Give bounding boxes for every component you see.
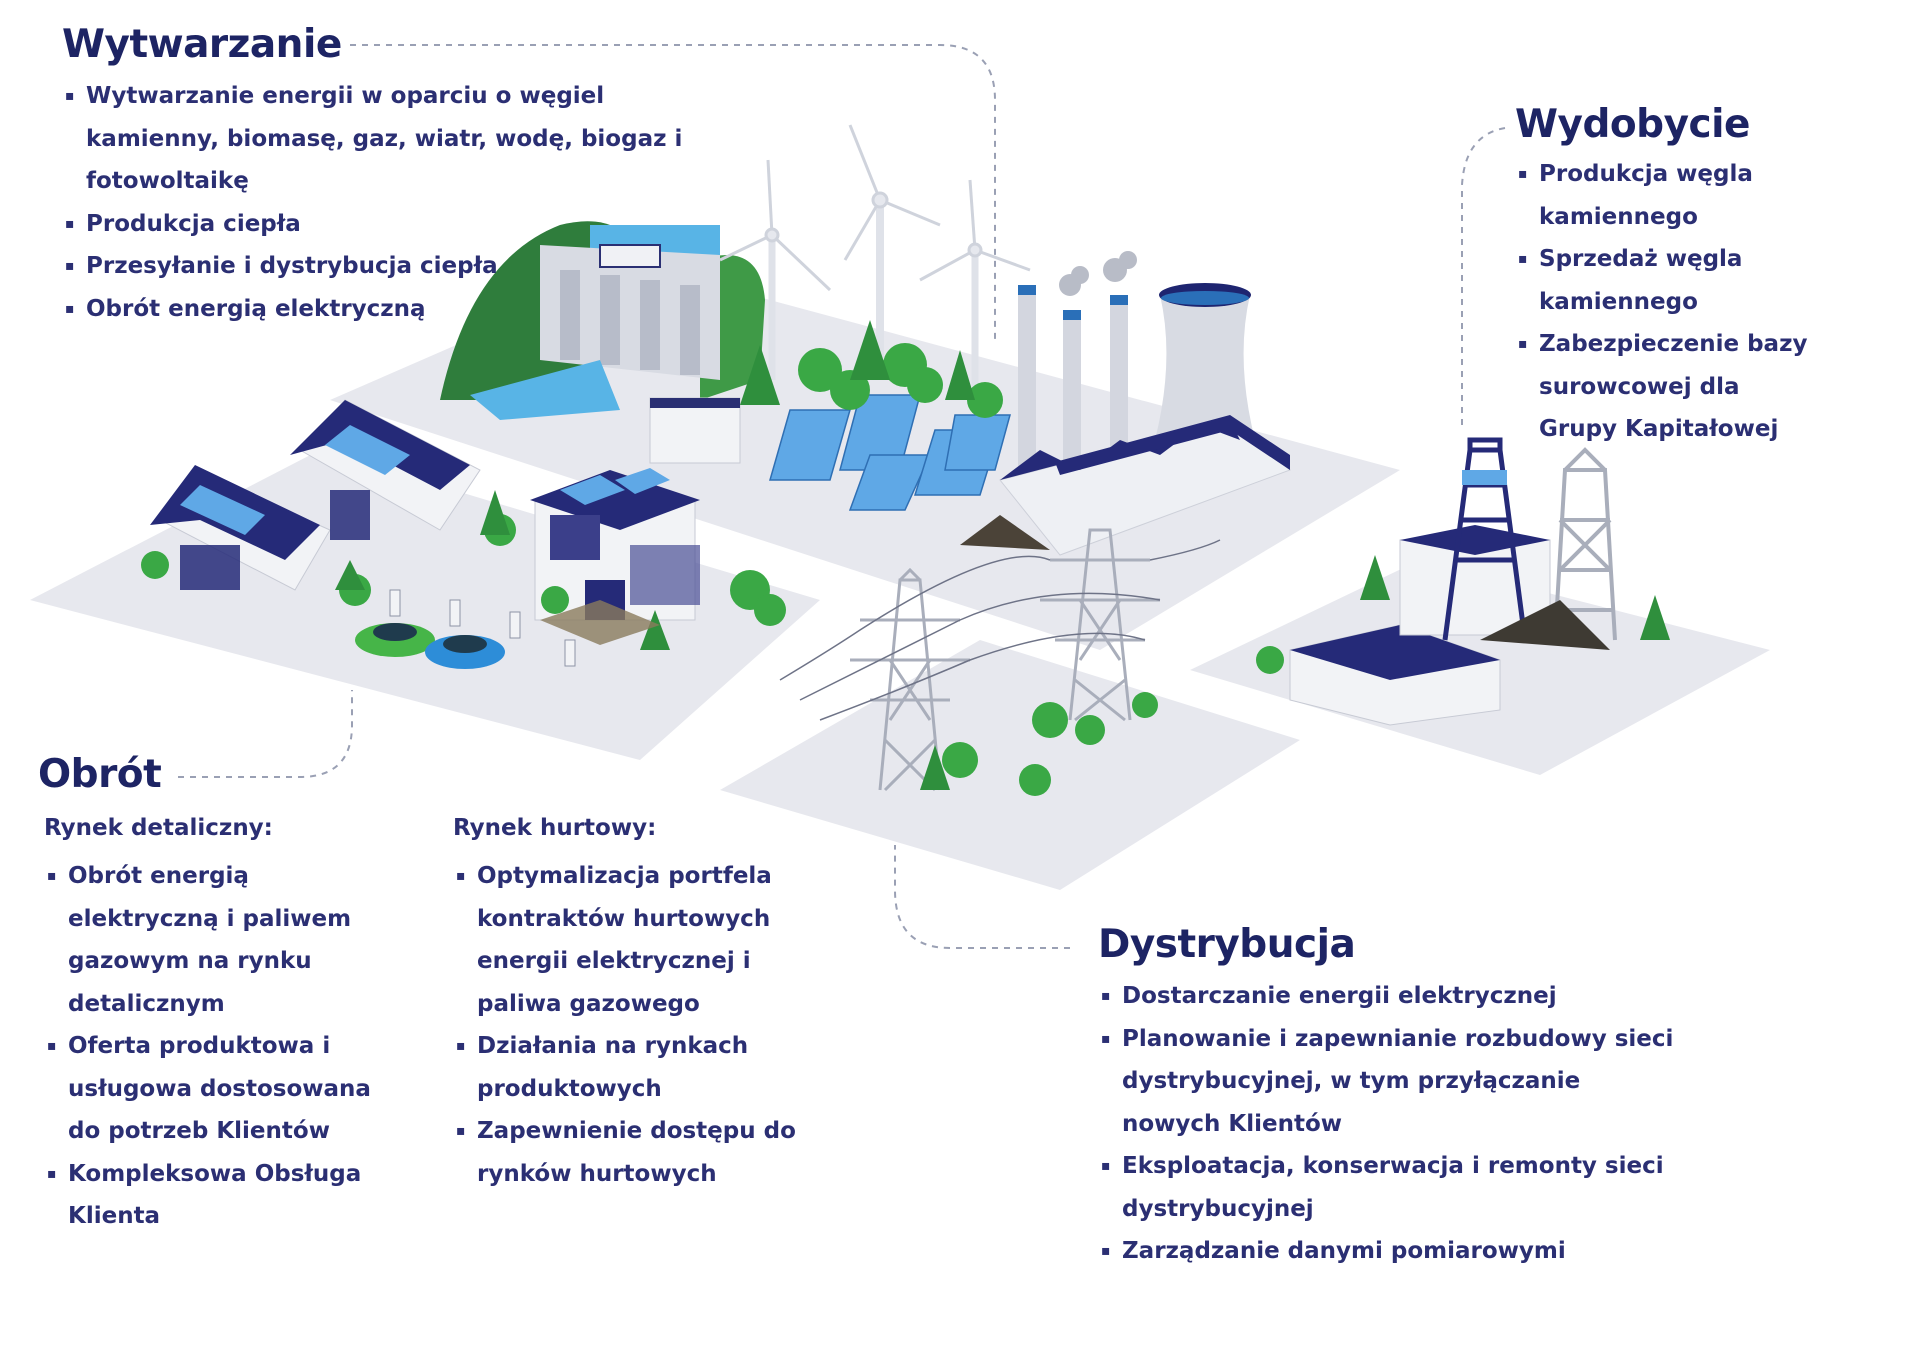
house-1 — [150, 465, 331, 591]
chimney-2 — [1063, 310, 1081, 485]
pylon-1 — [850, 567, 970, 792]
list-item: Kompleksowa Obsługa Klienta — [44, 1153, 368, 1238]
list-item: Zabezpieczenie bazy surowcowej dla Grupy… — [1515, 323, 1809, 451]
column-retail: Rynek detaliczny: Obrót energią elektryc… — [44, 807, 414, 1238]
trees-town — [141, 490, 786, 650]
house-2 — [290, 399, 481, 540]
mine-coal — [1480, 600, 1610, 650]
power-lines — [779, 539, 1221, 721]
control-house — [649, 397, 741, 464]
leader-lines — [178, 44, 1506, 949]
list-item: Obrót energią elektryczną i paliwem gazo… — [44, 855, 388, 1025]
house-3 — [530, 468, 700, 621]
section-title-dystrybucja: Dystrybucja — [1098, 922, 1356, 967]
chimney-1 — [1018, 285, 1036, 480]
list-dystrybucja: Dostarczanie energii elektrycznej Planow… — [1098, 975, 1698, 1273]
trees-mine — [1256, 555, 1670, 674]
list-wholesale: Optymalizacja portfela kontraktów hurtow… — [453, 855, 833, 1195]
section-dystrybucja: Dystrybucja Dostarczanie energii elektry… — [1098, 922, 1698, 1273]
list-item: Przesyłanie i dystrybucja ciepła — [62, 245, 702, 288]
list-item: Eksploatacja, konserwacja i remonty siec… — [1098, 1145, 1682, 1230]
smoke — [1059, 251, 1137, 296]
cooling-tower — [1155, 295, 1255, 440]
chimney-3 — [1110, 295, 1128, 480]
list-item: Optymalizacja portfela kontraktów hurtow… — [453, 855, 822, 1025]
trees-grid — [920, 692, 1158, 796]
leader-line-obrot — [178, 690, 353, 778]
wind-turbine-1 — [719, 159, 832, 380]
wind-turbine-3 — [919, 179, 1031, 390]
list-item: Produkcja ciepła — [62, 203, 702, 246]
section-title-wytwarzanie: Wytwarzanie — [62, 22, 342, 67]
wholesale-label: Rynek hurtowy: — [453, 815, 657, 841]
section-obrot: Obrót Rynek detaliczny: Obrót energią el… — [38, 752, 838, 1229]
list-item: Sprzedaż węgla kamiennego — [1515, 238, 1905, 323]
list-item: Zarządzanie danymi pomiarowymi — [1098, 1230, 1698, 1273]
mine-building-mid — [1399, 539, 1551, 636]
list-item: Planowanie i zapewnianie rozbudowy sieci… — [1098, 1018, 1682, 1146]
list-item: Zapewnienie dostępu do rynków hurtowych — [453, 1110, 807, 1195]
list-item: Wytwarzanie energii w oparciu o węgiel k… — [62, 75, 702, 203]
trees-generation — [740, 320, 1003, 418]
solar-farm — [769, 394, 1011, 511]
list-wytwarzanie: Wytwarzanie energii w oparciu o węgiel k… — [62, 75, 702, 330]
mine-complex — [1289, 437, 1617, 726]
wind-turbine-2 — [843, 124, 941, 370]
retail-label: Rynek detaliczny: — [44, 815, 273, 841]
leader-line-wydobycie — [1461, 127, 1506, 430]
leader-line-wytwarzanie — [350, 44, 996, 340]
list-item: Działania na rynkach produktowych — [453, 1025, 777, 1110]
section-wytwarzanie: Wytwarzanie Wytwarzanie energii w oparci… — [62, 22, 702, 330]
power-plant — [960, 251, 1291, 556]
section-title-wydobycie: Wydobycie — [1515, 102, 1750, 147]
headframe-1 — [1442, 437, 1528, 641]
river — [470, 360, 620, 420]
pylon-2 — [1040, 528, 1160, 722]
transmission-towers — [779, 528, 1221, 792]
coal-heap — [960, 515, 1050, 550]
leader-line-dystrybucja — [894, 845, 1070, 949]
ev-cars — [355, 589, 576, 669]
section-title-obrot: Obrót — [38, 752, 162, 797]
list-wydobycie: Produkcja węgla kamiennego Sprzedaż węgl… — [1515, 153, 1905, 451]
list-retail: Obrót energią elektryczną i paliwem gazo… — [44, 855, 414, 1238]
houses — [150, 399, 700, 621]
list-item: Obrót energią elektryczną — [62, 288, 702, 331]
garden-plot — [540, 600, 660, 645]
section-wydobycie: Wydobycie Produkcja węgla kamiennego Spr… — [1515, 102, 1905, 451]
wind-turbines — [719, 124, 1031, 390]
column-wholesale: Rynek hurtowy: Optymalizacja portfela ko… — [453, 807, 833, 1195]
list-item: Dostarczanie energii elektrycznej — [1098, 975, 1698, 1018]
list-item: Produkcja węgla kamiennego — [1515, 153, 1905, 238]
list-item: Oferta produktowa i usługowa dostosowana… — [44, 1025, 388, 1153]
